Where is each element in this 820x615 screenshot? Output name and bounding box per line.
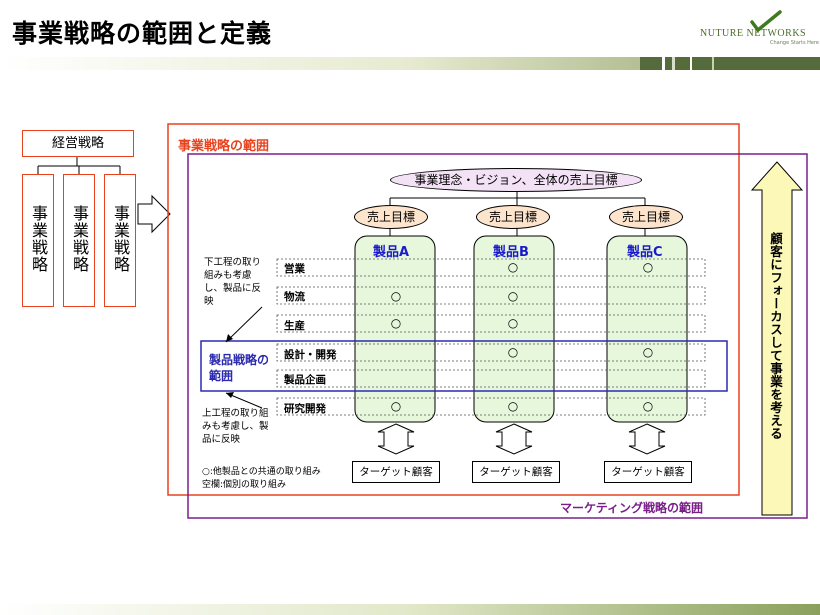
sales-target-ellipse-a: 売上目標 — [354, 205, 428, 229]
note-upstream: 上工程の取り組みも考慮し、製品に反映 — [202, 408, 269, 445]
business-scope-label: 事業戦略の範囲 — [178, 139, 270, 154]
circle-sales-b: ○ — [507, 260, 519, 274]
management-strategy-box: 経営戦略 — [22, 130, 134, 157]
logo-tagline: Change Starts Here — [770, 40, 819, 46]
header-band — [0, 57, 820, 70]
activity-sales: 営業 — [284, 263, 305, 275]
circle-production-b: ○ — [507, 316, 519, 330]
target-customer-c: ターゲット顧客 — [604, 461, 692, 483]
circle-logistics-b: ○ — [507, 289, 519, 303]
logo-wordmark: NUTURE NETWORKS — [700, 28, 807, 39]
vision-goal-ellipse: 事業理念・ビジョン、全体の売上目標 — [390, 168, 642, 192]
sales-target-ellipse-c: 売上目標 — [609, 205, 683, 229]
activity-design-development: 設計・開発 — [284, 349, 337, 361]
circle-production-a: ○ — [390, 316, 402, 330]
target-customer-b: ターゲット顧客 — [472, 461, 560, 483]
product-strategy-scope-label: 製品戦略の範囲 — [209, 353, 270, 383]
circle-research-b: ○ — [507, 399, 519, 413]
target-customer-a: ターゲット顧客 — [352, 461, 440, 483]
circle-design-b: ○ — [507, 345, 519, 359]
note-downstream: 下工程の取り組みも考慮し、製品に反映 — [204, 257, 262, 307]
circle-sales-c: ○ — [642, 260, 654, 274]
page-title: 事業戦略の範囲と定義 — [12, 19, 273, 48]
circle-design-c: ○ — [642, 345, 654, 359]
customer-focus-label: 顧客にフォーカスして事業を考える — [768, 232, 783, 440]
activity-product-planning: 製品企画 — [284, 374, 326, 386]
business-strategy-box-3: 事業戦略 — [104, 174, 136, 307]
business-strategy-box-1: 事業戦略 — [22, 174, 54, 307]
business-strategy-label: 事業戦略 — [111, 205, 130, 273]
business-strategy-label: 事業戦略 — [70, 205, 89, 273]
footer-band — [0, 604, 820, 615]
activity-research: 研究開発 — [284, 403, 326, 415]
circle-logistics-a: ○ — [390, 289, 402, 303]
business-strategy-label: 事業戦略 — [29, 205, 48, 273]
circle-research-a: ○ — [390, 399, 402, 413]
activity-logistics: 物流 — [284, 291, 305, 303]
legend-individual: 空欄:個別の取り組み — [202, 480, 287, 490]
business-strategy-box-2: 事業戦略 — [63, 174, 95, 307]
legend-common: ○:他製品との共通の取り組み — [202, 467, 321, 477]
product-a-label: 製品A — [373, 245, 410, 260]
sales-target-ellipse-b: 売上目標 — [476, 205, 550, 229]
marketing-scope-label: マーケティング戦略の範囲 — [560, 501, 704, 515]
product-b-label: 製品B — [493, 245, 529, 260]
activity-production: 生産 — [284, 320, 305, 332]
company-logo: NUTURE NETWORKS Change Starts Here — [700, 8, 819, 50]
product-c-label: 製品C — [627, 245, 663, 260]
circle-research-c: ○ — [642, 399, 654, 413]
